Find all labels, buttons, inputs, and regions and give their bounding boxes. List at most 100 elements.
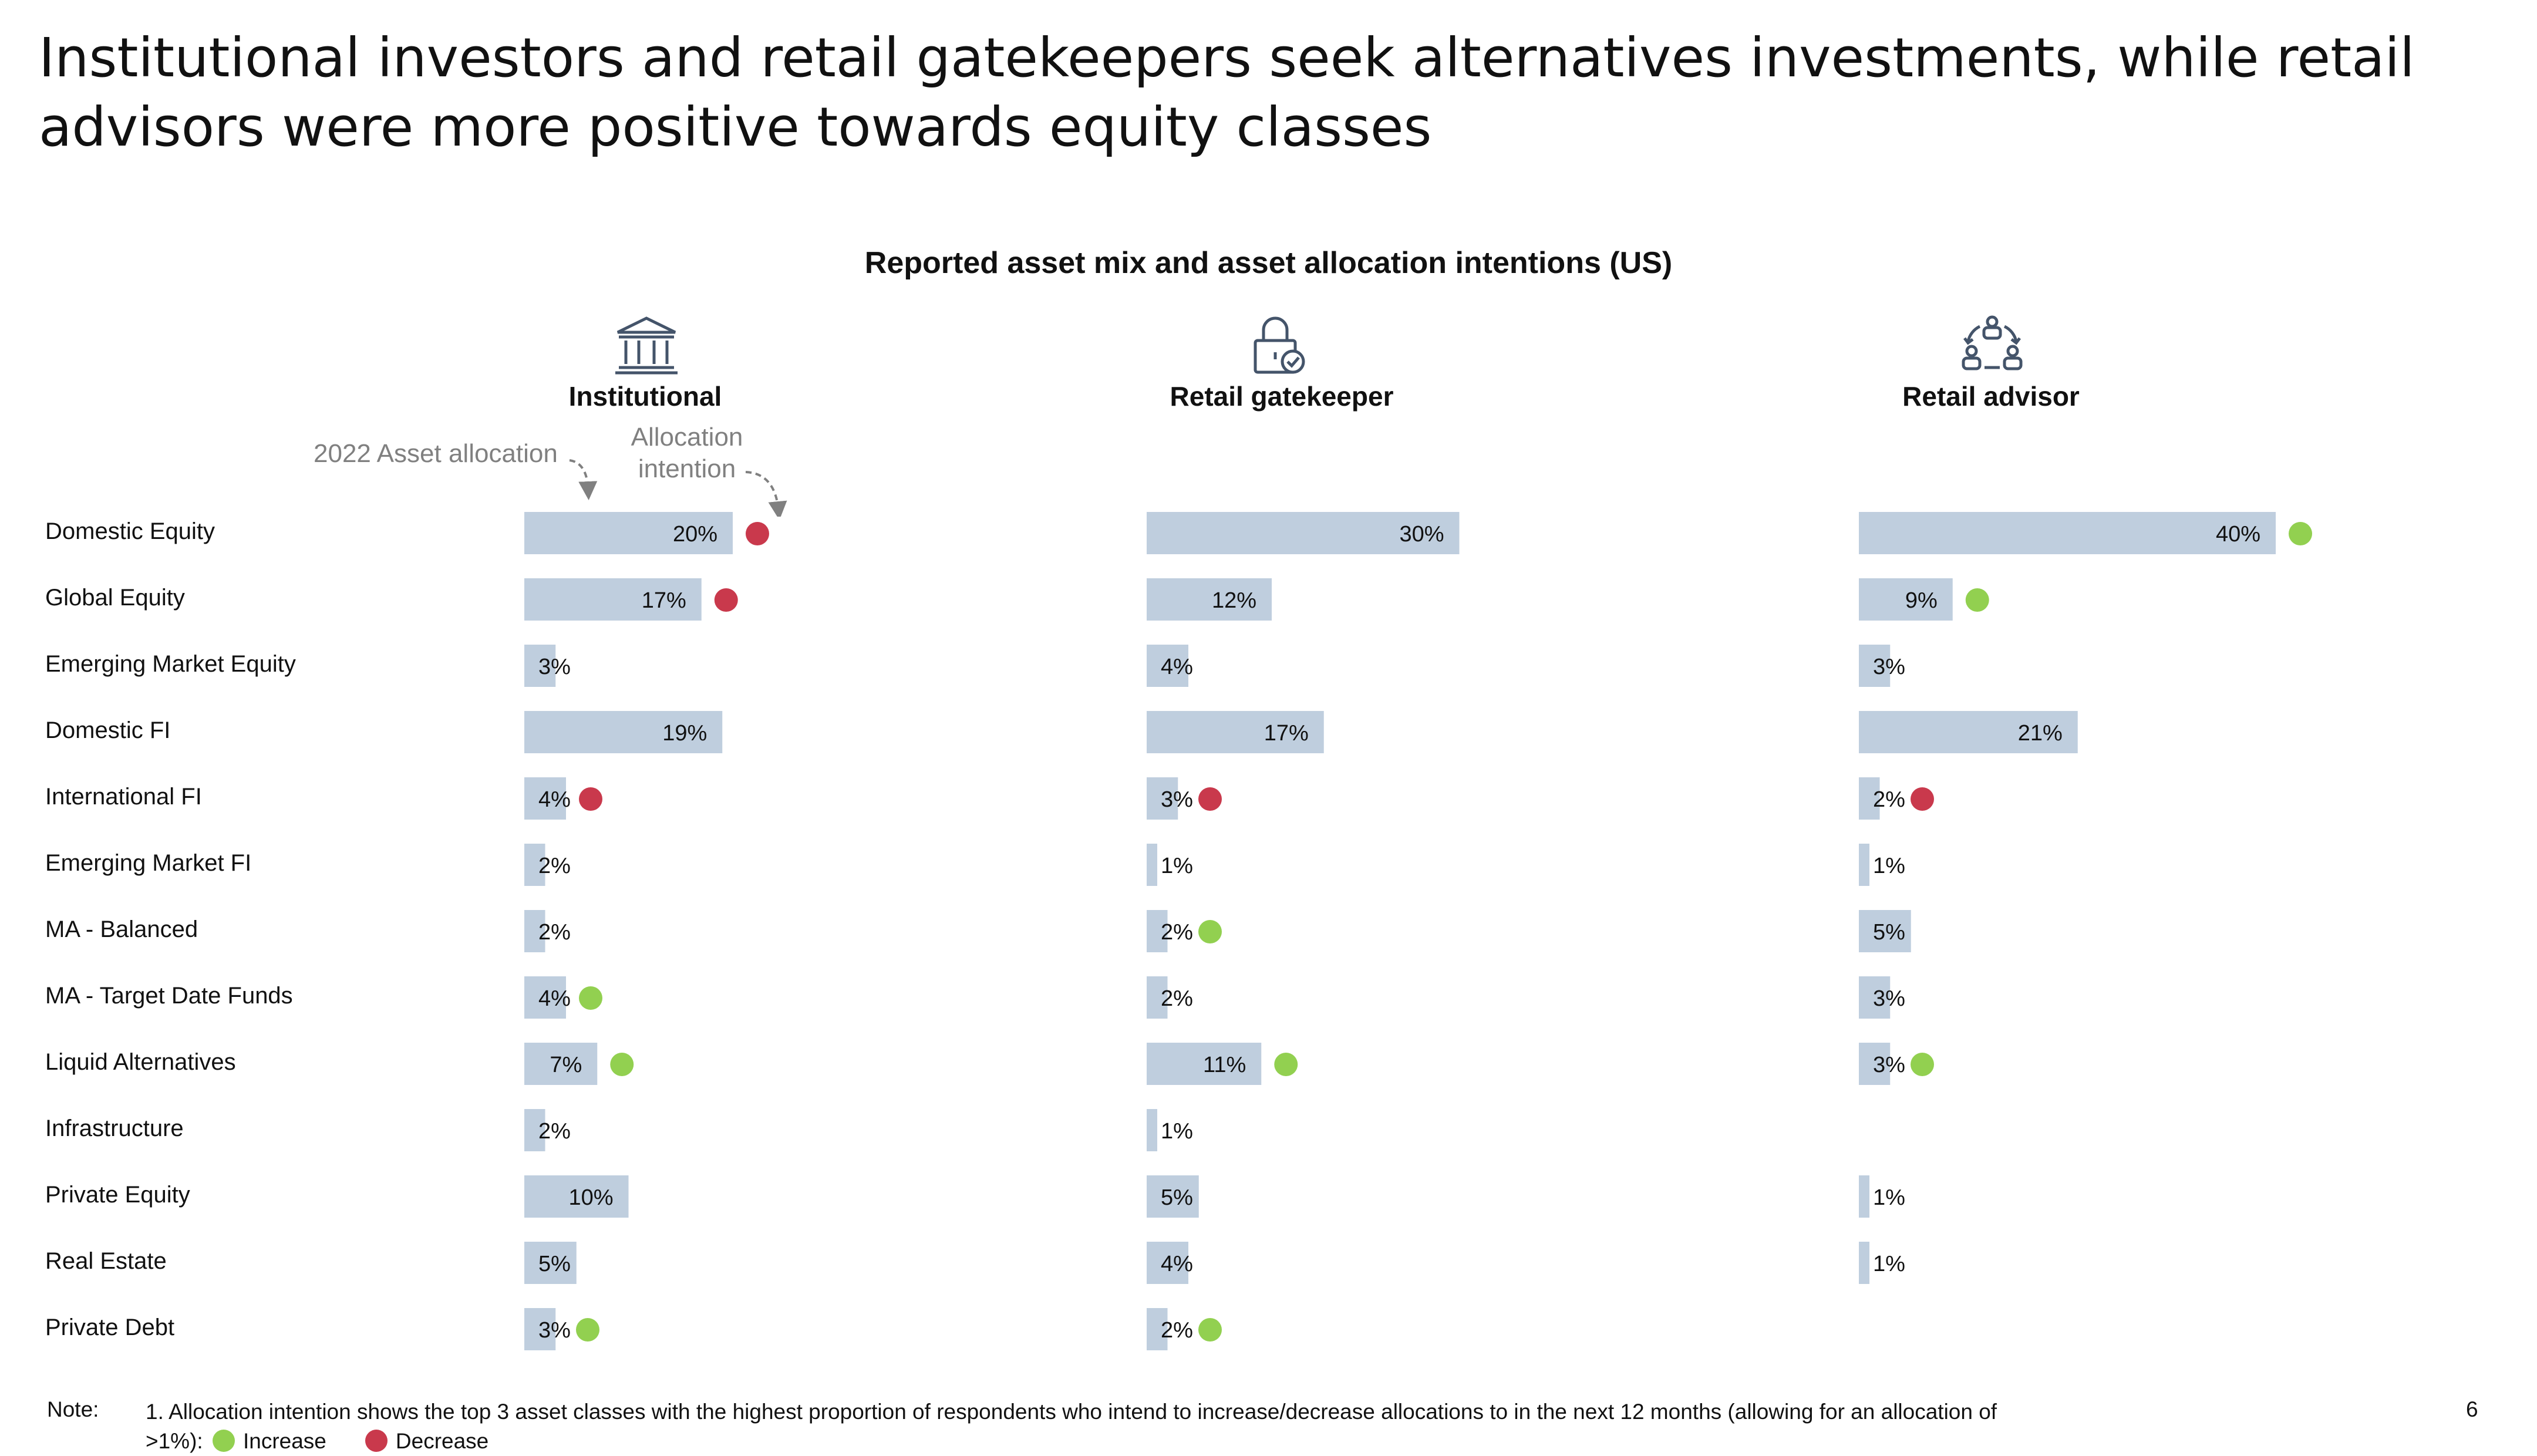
row-label: Private Debt [45, 1315, 175, 1340]
note-label: Note: [47, 1397, 99, 1421]
allocation-intention-annotation: Allocation intention [622, 422, 752, 485]
bar [1859, 910, 1911, 952]
increase-intention-dot [1911, 1053, 1934, 1076]
bar-value-label: 21% [2018, 721, 2063, 746]
padlock-check-icon [1254, 316, 1305, 374]
increase-intention-dot [579, 986, 602, 1010]
bar-group-retail-advisor-liquid-alternatives: 3% [1859, 1043, 1934, 1085]
increase-intention-dot [2289, 522, 2312, 545]
bar-value-label: 5% [1161, 1185, 1193, 1210]
column-title-retail-gatekeeper: Retail gatekeeper [1170, 381, 1394, 412]
bar [524, 1308, 556, 1350]
bar-value-label: 4% [538, 986, 571, 1011]
bar [1859, 645, 1891, 687]
bar-group-retail-advisor-emerging-market-equity: 3% [1859, 645, 1905, 687]
row-label: Infrastructure [45, 1115, 184, 1141]
bar-value-label: 3% [1161, 787, 1193, 812]
bar-value-label: 3% [1873, 986, 1905, 1011]
legend-increase-label: Increase [242, 1429, 326, 1453]
bar [1859, 777, 1880, 820]
chart-title: Reported asset mix and asset allocation … [864, 246, 1673, 280]
bar-value-label: 17% [1264, 721, 1309, 746]
note-text: 1. Allocation intention shows the top 3 … [146, 1397, 2024, 1456]
bar-value-label: 2% [538, 854, 571, 878]
bar-value-label: 30% [1399, 522, 1444, 547]
bar-group-retail-gatekeeper-private-equity: 5% [1147, 1175, 1199, 1218]
bar [524, 645, 556, 687]
bar-group-retail-gatekeeper-international-fi: 3% [1147, 777, 1222, 820]
bar [524, 1109, 545, 1151]
increase-intention-dot [1198, 920, 1222, 943]
decrease-intention-dot [1911, 787, 1934, 811]
row-label: Domestic Equity [45, 518, 215, 544]
bar-group-retail-gatekeeper-ma-target-date-funds: 2% [1147, 976, 1193, 1019]
increase-intention-dot [1965, 588, 1989, 612]
bar-value-label: 10% [568, 1185, 613, 1210]
row-label: MA - Balanced [45, 916, 198, 942]
bar-group-retail-gatekeeper-liquid-alternatives: 11% [1147, 1043, 1298, 1085]
page-number: 6 [2466, 1397, 2478, 1421]
column-title-institutional: Institutional [568, 381, 722, 412]
bar-group-retail-gatekeeper-ma-balanced: 2% [1147, 910, 1222, 952]
row-label: MA - Target Date Funds [45, 983, 293, 1009]
row-label: Domestic FI [45, 717, 171, 743]
bar [524, 512, 733, 554]
bar [1147, 1043, 1262, 1085]
bar-value-label: 1% [1873, 854, 1905, 878]
annotation-arrows [569, 459, 787, 517]
bar-group-institutional-real-estate: 5% [524, 1242, 577, 1284]
decrease-intention-dot [579, 787, 602, 811]
bar-value-label: 9% [1905, 588, 1938, 613]
bar-value-label: 4% [1161, 1252, 1193, 1276]
bar-value-label: 11% [1203, 1053, 1246, 1077]
bar-group-retail-advisor-domestic-equity: 40% [1859, 512, 2312, 554]
bar-group-institutional-emerging-market-equity: 3% [524, 645, 571, 687]
bar-value-label: 5% [1873, 920, 1905, 945]
bar-value-label: 2% [1161, 986, 1193, 1011]
bar [524, 844, 545, 886]
bar [1859, 711, 2078, 753]
bar-group-retail-gatekeeper-infrastructure: 1% [1147, 1109, 1193, 1151]
bar-group-retail-advisor-domestic-fi: 21% [1859, 711, 2078, 753]
bar-group-institutional-international-fi: 4% [524, 777, 602, 820]
bar [1147, 976, 1168, 1019]
annotation-line-1: Allocation [631, 423, 743, 451]
bar [1859, 844, 1869, 886]
increase-intention-dot [576, 1318, 599, 1342]
bar-group-retail-gatekeeper-global-equity: 12% [1147, 578, 1272, 621]
bar-group-retail-advisor-private-equity: 1% [1859, 1175, 1905, 1218]
bar-group-retail-advisor-ma-balanced: 5% [1859, 910, 1911, 952]
bar-value-label: 4% [1161, 655, 1193, 679]
bar-group-retail-gatekeeper-emerging-market-fi: 1% [1147, 844, 1193, 886]
bar [1147, 777, 1178, 820]
legend-decrease-label: Decrease [395, 1429, 489, 1453]
row-label: Real Estate [45, 1248, 167, 1274]
decrease-intention-dot [1198, 787, 1222, 811]
row-label: Private Equity [45, 1182, 190, 1208]
bar [1859, 1175, 1869, 1218]
bar [524, 711, 723, 753]
asset-allocation-arrow [569, 459, 598, 500]
bar-value-label: 4% [538, 787, 571, 812]
note-body: 1. Allocation intention shows the top 3 … [146, 1400, 1997, 1453]
bar [1147, 1242, 1188, 1284]
bar [524, 777, 566, 820]
bar-group-institutional-domestic-fi: 19% [524, 711, 723, 753]
bar-value-label: 2% [538, 1119, 571, 1144]
bar-group-retail-advisor-emerging-market-fi: 1% [1859, 844, 1905, 886]
bar [524, 1242, 577, 1284]
bar-group-institutional-emerging-market-fi: 2% [524, 844, 571, 886]
bar-value-label: 1% [1161, 1119, 1193, 1144]
bar-group-retail-advisor-international-fi: 2% [1859, 777, 1934, 820]
bar [1147, 1308, 1168, 1350]
bar-group-institutional-private-equity: 10% [524, 1175, 629, 1218]
bar [1147, 1175, 1199, 1218]
bar-group-retail-gatekeeper-private-debt: 2% [1147, 1308, 1222, 1350]
bar-value-label: 1% [1873, 1185, 1905, 1210]
bar [1859, 1043, 1891, 1085]
bar [1147, 711, 1324, 753]
row-label: International FI [45, 784, 202, 810]
bar [1859, 578, 1953, 621]
bar-value-label: 3% [538, 1318, 571, 1343]
